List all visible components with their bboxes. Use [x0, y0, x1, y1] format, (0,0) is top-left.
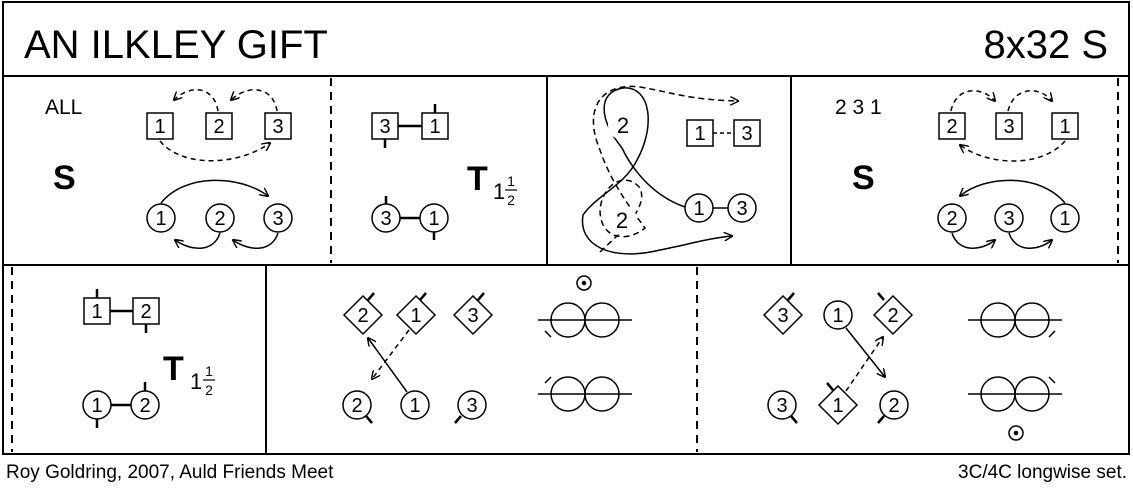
turn-label: T	[163, 350, 184, 388]
circle-number: 1	[428, 208, 439, 230]
man-box	[938, 112, 966, 140]
circle-number: 2	[214, 208, 225, 230]
dashed-dividers	[11, 78, 1119, 452]
box-number: 3	[379, 116, 390, 138]
circle-number: 1	[832, 305, 843, 327]
woman-circle	[400, 390, 430, 420]
man-box	[995, 112, 1023, 140]
diamond-number: 1	[832, 395, 843, 417]
bar-6-cross: 2 1 3 2 1 3	[342, 275, 632, 424]
turn-numerator: 1	[205, 363, 213, 379]
box-number: 2	[213, 116, 224, 138]
bar-1-label: ALL	[45, 96, 82, 119]
man-diamond	[762, 294, 804, 336]
reel-figures	[538, 275, 632, 412]
woman-circle	[937, 203, 967, 233]
man-diamond	[342, 294, 384, 336]
reel-figures	[968, 302, 1062, 441]
box-number: 3	[272, 116, 283, 138]
woman-circle	[342, 390, 372, 420]
bar-4-setting: 2 3 1 S 2 3 1 2 3 1	[835, 90, 1080, 249]
woman-circle	[994, 203, 1024, 233]
man-diamond	[395, 294, 437, 336]
man-box	[146, 112, 174, 140]
footer-credit: Roy Goldring, 2007, Auld Friends Meet	[6, 462, 334, 483]
box-number: 3	[741, 123, 752, 145]
circle-number: 2	[888, 395, 899, 417]
circle-number: 2	[139, 395, 150, 417]
circle-number: 1	[155, 208, 166, 230]
box-number: 1	[154, 116, 165, 138]
path-arrows	[950, 90, 1066, 249]
dance-format: 8x32 S	[983, 23, 1108, 67]
woman-circle	[879, 390, 909, 420]
circle-number: 1	[1059, 208, 1070, 230]
man-diamond	[817, 384, 859, 426]
man-box	[1051, 112, 1079, 140]
bar-2-turn: 3 1 3 1 T 1 1 2	[371, 104, 517, 240]
woman-circle	[205, 203, 235, 233]
top-dot-icon	[576, 275, 592, 291]
circle-number: 3	[1003, 208, 1014, 230]
woman-circle	[146, 203, 176, 233]
woman-circle	[767, 390, 797, 420]
woman-circle	[457, 390, 487, 420]
loop-number-top: 2	[617, 113, 629, 138]
frame	[2, 1, 1130, 455]
diamond-number: 3	[777, 305, 788, 327]
bar-4-label: 2 3 1	[835, 96, 882, 119]
circle-number: 2	[351, 395, 362, 417]
circle-number: 3	[736, 198, 747, 220]
diamond-number: 3	[467, 305, 478, 327]
bar-1-setting: ALL S 1 2 3 1 2 3	[45, 89, 293, 249]
circle-number: 3	[272, 208, 283, 230]
bar-5-turn: 1 2 1 2 T 1 1 2	[82, 289, 215, 428]
circle-number: 2	[946, 208, 957, 230]
dance-title: AN ILKLEY GIFT	[24, 23, 328, 67]
bottom-dot-icon	[1008, 425, 1024, 441]
box-number: 2	[946, 116, 957, 138]
path-arrows	[368, 329, 410, 393]
turn-denominator: 2	[507, 192, 515, 208]
man-box	[264, 112, 292, 140]
box-number: 3	[1003, 116, 1014, 138]
bar-4-move: S	[852, 159, 875, 197]
woman-circle	[1050, 203, 1080, 233]
box-number: 1	[1059, 116, 1070, 138]
path-arrows	[845, 327, 885, 392]
turn-label: T	[467, 160, 488, 198]
path-arrows	[581, 85, 738, 255]
woman-circle	[263, 203, 293, 233]
man-diamond	[452, 294, 494, 336]
turn-whole: 1	[493, 179, 505, 204]
box-number: 1	[91, 301, 102, 323]
bar-3-loops: 2 2 1 3 1 3	[581, 85, 761, 255]
diamond-number: 2	[357, 305, 368, 327]
footer-formation: 3C/4C longwise set.	[958, 462, 1127, 483]
loop-number-bottom: 2	[616, 208, 628, 233]
diamond-number: 2	[887, 305, 898, 327]
circle-number: 3	[466, 395, 477, 417]
box-number: 1	[694, 123, 705, 145]
circle-number: 1	[409, 395, 420, 417]
man-diamond	[872, 294, 914, 336]
circle-number: 3	[776, 395, 787, 417]
woman-circle	[823, 300, 853, 330]
diamond-number: 1	[410, 305, 421, 327]
turn-whole: 1	[190, 369, 202, 394]
turn-denominator: 2	[205, 382, 213, 398]
circle-number: 3	[380, 208, 391, 230]
man-box	[205, 112, 233, 140]
man-box	[733, 119, 761, 147]
bar-1-move: S	[53, 159, 76, 197]
circle-number: 1	[91, 395, 102, 417]
box-number: 1	[429, 116, 440, 138]
path-arrows	[159, 89, 279, 249]
turn-numerator: 1	[507, 173, 515, 189]
bar-7-cross: 3 1 2 3 1 2	[762, 292, 1062, 441]
circle-number: 1	[693, 198, 704, 220]
box-number: 2	[140, 301, 151, 323]
